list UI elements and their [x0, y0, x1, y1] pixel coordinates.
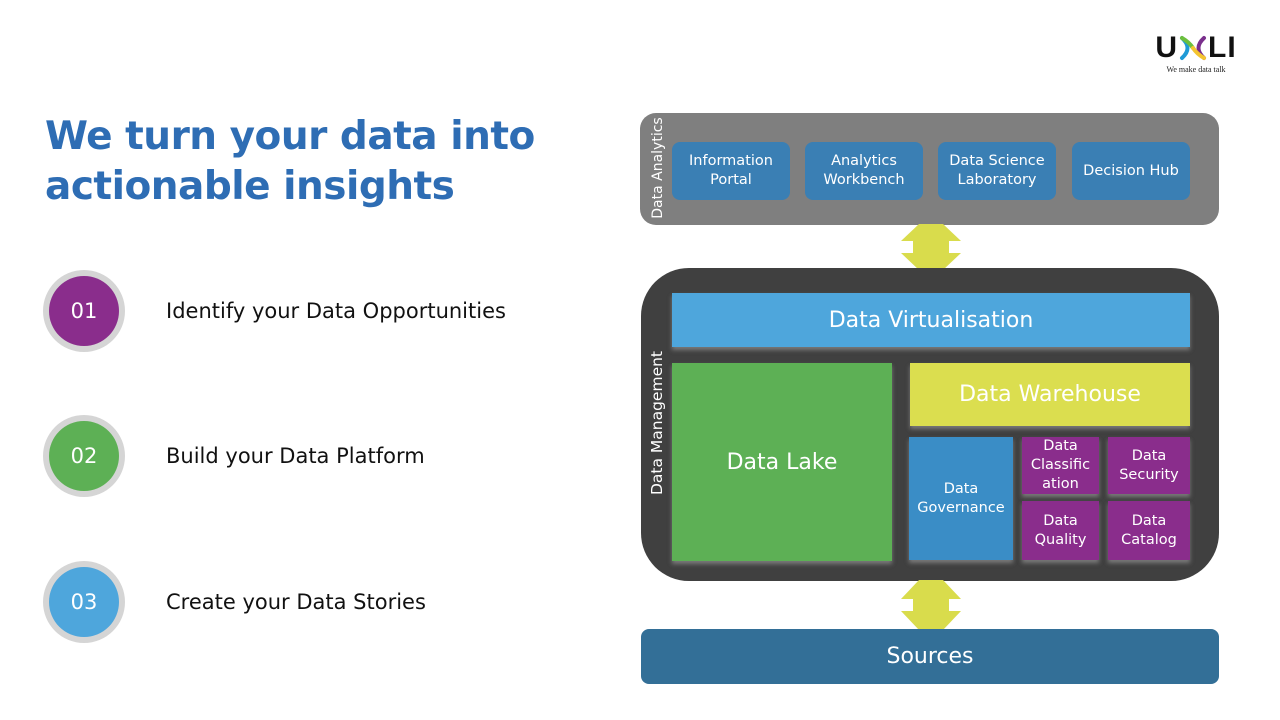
- data-science-laboratory-box: Data Science Laboratory: [938, 142, 1056, 200]
- step-badge: 01: [43, 270, 125, 352]
- data-quality-box: Data Quality: [1022, 501, 1099, 560]
- data-virtualisation-box: Data Virtualisation: [672, 293, 1190, 347]
- logo-mark: U LI: [1150, 32, 1242, 64]
- step-number: 03: [49, 567, 119, 637]
- data-security-box: Data Security: [1108, 437, 1190, 494]
- data-lake-box: Data Lake: [672, 363, 892, 561]
- logo-letter-u: U: [1155, 31, 1178, 64]
- step-label: Build your Data Platform: [166, 444, 425, 468]
- analytics-workbench-box: Analytics Workbench: [805, 142, 923, 200]
- double-arrow-icon: [901, 224, 961, 270]
- step-label: Create your Data Stories: [166, 590, 426, 614]
- logo-letters-li: LI: [1208, 31, 1237, 64]
- step-badge: 02: [43, 415, 125, 497]
- data-management-layer: Data Management Data Virtualisation Data…: [641, 268, 1219, 581]
- arrow-shape: [901, 224, 961, 270]
- step-label: Identify your Data Opportunities: [166, 299, 506, 323]
- data-catalog-box: Data Catalog: [1108, 501, 1190, 560]
- data-management-label: Data Management: [648, 350, 666, 496]
- decision-hub-box: Decision Hub: [1072, 142, 1190, 200]
- data-analytics-layer: Data Analytics Information Portal Analyt…: [640, 113, 1219, 225]
- sources-box: Sources: [641, 629, 1219, 684]
- data-governance-box: Data Governance: [909, 437, 1013, 560]
- data-classification-box: Data Classific ation: [1022, 437, 1099, 494]
- step-2: 02 Build your Data Platform: [43, 415, 425, 497]
- data-warehouse-box: Data Warehouse: [910, 363, 1190, 426]
- uxcli-logo: U LI We make data talk: [1150, 32, 1242, 75]
- step-number: 01: [49, 276, 119, 346]
- logo-tagline: We make data talk: [1166, 65, 1226, 74]
- step-badge: 03: [43, 561, 125, 643]
- logo-x-icon: [1180, 36, 1206, 60]
- page-title: We turn your data into actionable insigh…: [45, 114, 535, 209]
- step-number: 02: [49, 421, 119, 491]
- information-portal-box: Information Portal: [672, 142, 790, 200]
- data-analytics-label: Data Analytics: [650, 117, 666, 219]
- double-arrow-icon: [901, 580, 961, 630]
- arrow-shape: [901, 580, 961, 630]
- step-3: 03 Create your Data Stories: [43, 561, 426, 643]
- step-1: 01 Identify your Data Opportunities: [43, 270, 506, 352]
